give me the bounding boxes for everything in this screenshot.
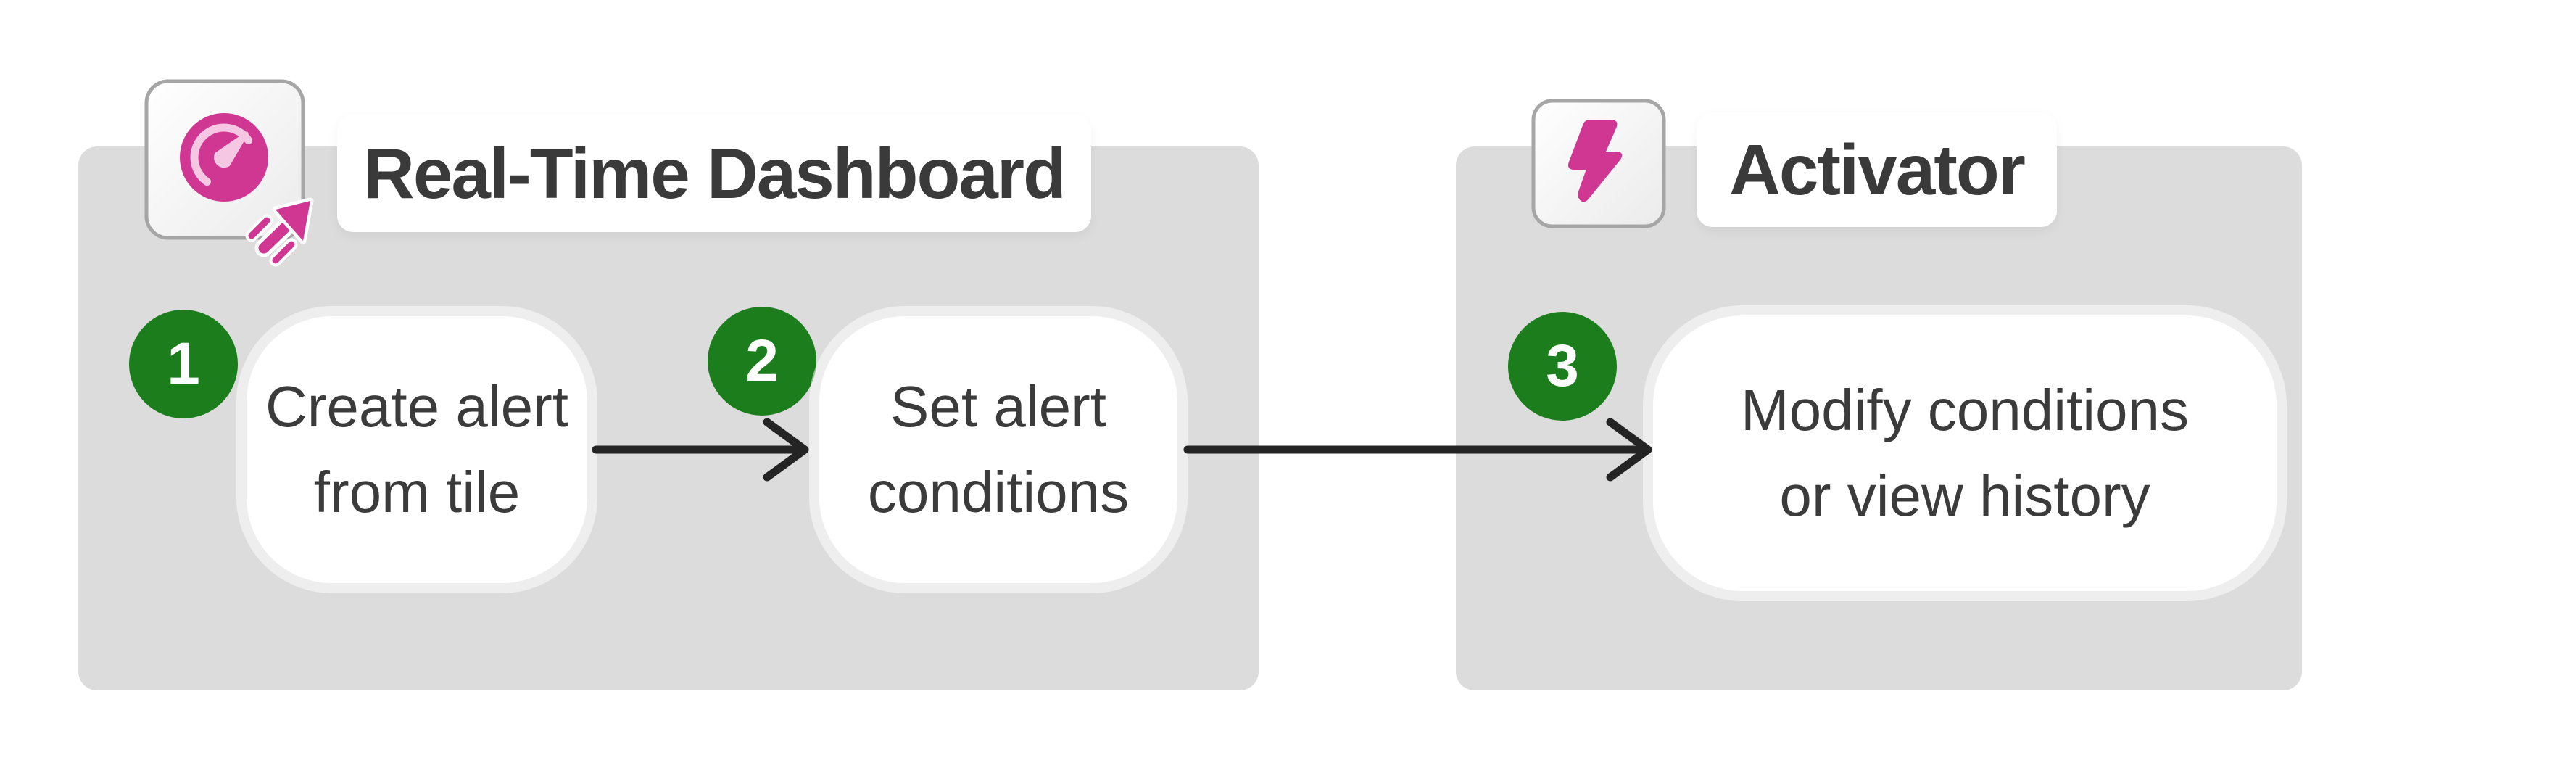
step-2-label-line2: conditions bbox=[867, 460, 1130, 524]
lightning-bolt-icon bbox=[1531, 99, 1666, 228]
dashboard-title-text: Real-Time Dashboard bbox=[363, 133, 1067, 213]
bolt-glyph bbox=[1567, 120, 1623, 202]
step-2-node: Set alert conditions bbox=[819, 316, 1177, 583]
gauge-arc bbox=[190, 123, 253, 186]
step-3-label-line1: Modify conditions bbox=[1740, 378, 2190, 443]
step-1-label-line2: from tile bbox=[313, 460, 521, 524]
activator-title-label: Activator bbox=[1697, 112, 2057, 227]
step-3-node: Modify conditions or view history bbox=[1653, 315, 2277, 591]
activator-title-text: Activator bbox=[1729, 129, 2026, 210]
gauge-launch-icon bbox=[144, 79, 314, 267]
step-1-label-line1: Create alert bbox=[265, 374, 568, 439]
step-3-number: 3 bbox=[1546, 333, 1579, 399]
step-2-label-line1: Set alert bbox=[890, 374, 1106, 439]
step-3-label-line2: or view history bbox=[1779, 463, 2150, 528]
step-3-badge: 3 bbox=[1508, 312, 1617, 421]
step-1-badge: 1 bbox=[129, 310, 238, 418]
launch-arrow-icon bbox=[245, 197, 314, 267]
step-1-number: 1 bbox=[167, 331, 200, 397]
dashboard-title-label: Real-Time Dashboard bbox=[337, 115, 1091, 232]
step-2-badge: 2 bbox=[708, 307, 816, 416]
step-2-number: 2 bbox=[745, 328, 779, 394]
step-1-node: Create alert from tile bbox=[247, 316, 587, 583]
gauge-needle bbox=[214, 131, 249, 168]
